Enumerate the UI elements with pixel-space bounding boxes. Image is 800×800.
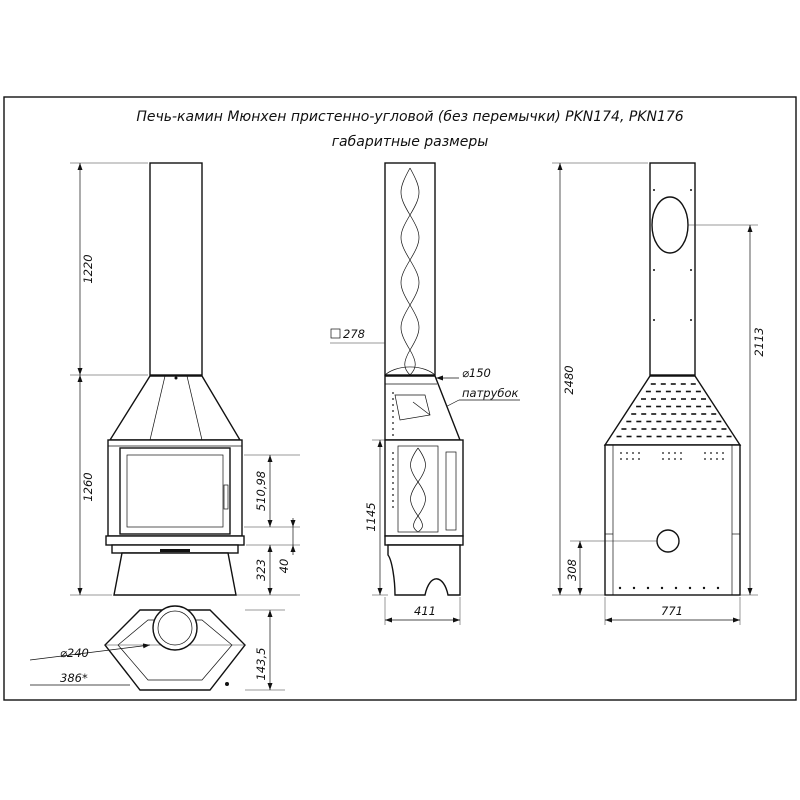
bottom-vent-dot <box>632 586 636 590</box>
front-plinth <box>105 535 245 546</box>
side-body <box>384 439 464 537</box>
drawing-frame <box>3 96 797 701</box>
front-door <box>119 447 231 535</box>
back-view: 2480 2113 308 771 <box>552 162 766 625</box>
outlet-label: патрубок <box>462 386 518 400</box>
bottom-vent-dot <box>702 586 706 590</box>
dim-width: 411 <box>414 604 436 618</box>
back-rear-outlet <box>656 529 680 553</box>
back-body <box>604 444 741 596</box>
square-section-icon <box>330 328 341 339</box>
dim-outlet-diameter: ⌀150 <box>462 366 491 380</box>
chimney-ribbon-a <box>400 167 420 376</box>
dim-firebox-height: 1145 <box>364 502 378 531</box>
dim-outlet-height: 2113 <box>752 327 766 356</box>
back-hood <box>603 375 742 446</box>
top-view: ⌀240 386* 143,5 <box>29 605 285 691</box>
door-handle <box>223 484 229 510</box>
dim-step: 40 <box>277 559 291 574</box>
dim-base: 323 <box>254 559 268 581</box>
bottom-vent-dot <box>674 586 678 590</box>
dim-offset: 386* <box>60 671 88 685</box>
side-base <box>387 544 461 596</box>
dim-depth: 143,5 <box>254 648 268 681</box>
dim-chimney-height: 1220 <box>81 254 95 283</box>
bottom-vent-dot <box>646 586 650 590</box>
back-chimney <box>649 162 696 376</box>
dim-chimney-section: 278 <box>343 327 365 341</box>
bottom-vent-dot <box>660 586 664 590</box>
front-glass <box>126 454 224 528</box>
front-body <box>107 439 243 537</box>
dim-rear-outlet-height: 308 <box>565 559 579 581</box>
drawing-title: Печь-камин Мюнхен пристенно-угловой (без… <box>136 109 683 125</box>
front-base <box>113 552 237 596</box>
chimney-ribbon-b <box>400 167 420 376</box>
hood-vents <box>616 383 732 438</box>
back-perforations <box>618 450 724 460</box>
drawing-subtitle: габаритные размеры <box>332 134 489 150</box>
bottom-vent-dot <box>688 586 692 590</box>
front-chimney <box>149 162 203 376</box>
dim-body-height: 1260 <box>81 472 95 501</box>
dim-collar: ⌀240 <box>60 646 89 660</box>
front-hood <box>108 375 242 441</box>
dim-glass: 510,98 <box>254 471 268 511</box>
bottom-vent-dot <box>618 586 622 590</box>
side-view: 278 ⌀150 патрубок 1145 411 <box>330 162 520 625</box>
front-view: 1220 1260 510,98 323 40 <box>70 162 300 596</box>
side-chimney <box>384 162 436 376</box>
dim-back-width: 771 <box>661 604 683 618</box>
top-collar <box>152 605 198 651</box>
back-outlet <box>651 196 689 254</box>
bottom-vent-dot <box>716 586 720 590</box>
dim-total-height: 2480 <box>562 365 576 394</box>
